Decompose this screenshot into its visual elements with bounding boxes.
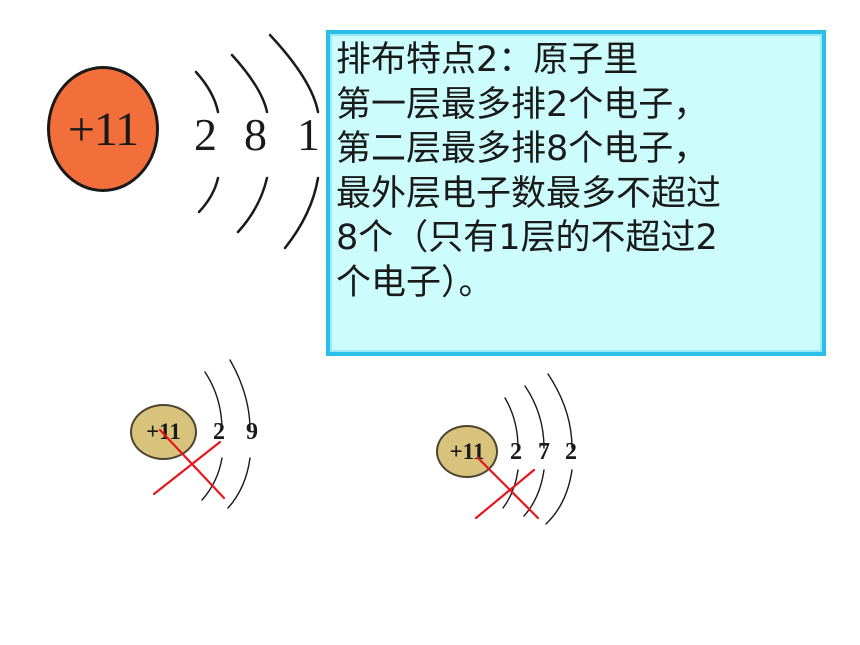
shell-arc (283, 176, 320, 250)
wrong-example-1-nucleus: +11 (130, 404, 197, 460)
wrong-example-2-shell-count-3: 2 (565, 439, 577, 465)
wrong-example-2-shell-count-1: 2 (510, 439, 522, 465)
wrong-example-1-shell-count-1: 2 (213, 419, 225, 445)
rule-text-box (326, 30, 826, 356)
big-atom-shell-count-1: 2 (194, 109, 217, 160)
shell-arc (197, 176, 220, 214)
shell-arc (194, 70, 220, 114)
shell-arc (236, 176, 269, 234)
big-atom-shell-count-3: 1 (297, 109, 320, 160)
wrong-example-1-shell-count-2: 9 (246, 419, 258, 445)
rule-text: 排布特点2：原子里 第一层最多排2个电子， 第二层最多排8个电子， 最外层电子数… (336, 40, 722, 303)
big-atom-nucleus: +11 (47, 66, 159, 192)
wrong-example-2-shell-count-2: 7 (538, 439, 550, 465)
big-atom-shell-count-2: 8 (244, 109, 267, 160)
shell-arc (268, 33, 320, 114)
shell-arc (230, 53, 269, 114)
